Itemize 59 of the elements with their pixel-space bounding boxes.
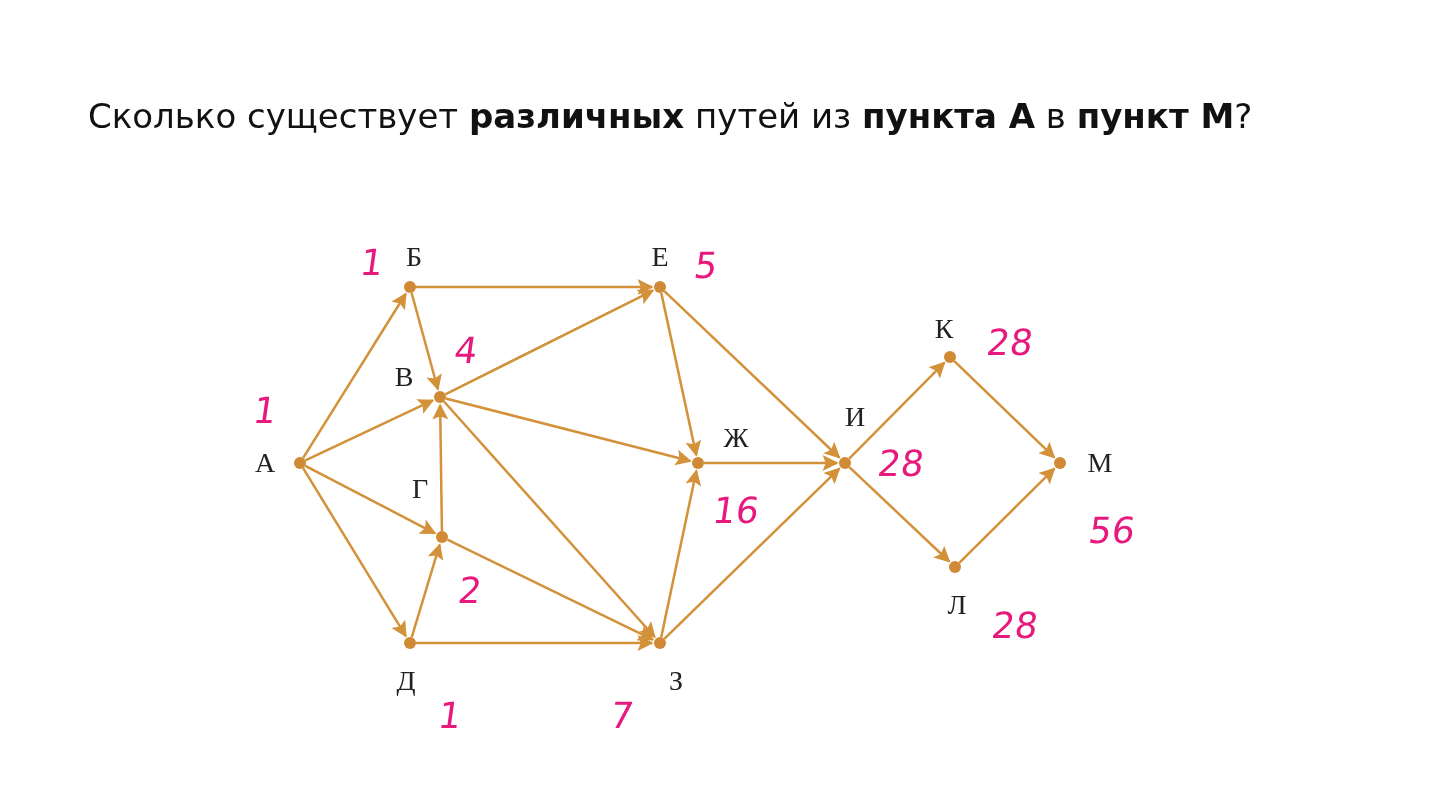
vertex-label: Е	[651, 241, 669, 273]
path-count: 1	[357, 241, 387, 283]
path-count: 56	[1086, 509, 1138, 551]
graph-vertex	[404, 281, 416, 293]
path-count: 4	[451, 329, 481, 371]
arrow	[445, 397, 692, 466]
vertex-label: В	[394, 361, 414, 393]
graph-vertex	[654, 637, 666, 649]
vertex-label: З	[669, 665, 683, 697]
graph-vertex	[1054, 457, 1066, 469]
graph-vertex	[436, 531, 448, 543]
arrow	[848, 466, 951, 563]
arrow	[660, 469, 702, 638]
arrow	[704, 455, 839, 471]
graph-vertex	[692, 457, 704, 469]
graph-vertex	[434, 391, 446, 403]
arrow	[848, 361, 946, 460]
vertex-label: И	[844, 401, 866, 433]
arrow	[416, 279, 654, 295]
path-count: 28	[984, 321, 1036, 363]
path-count: 28	[875, 442, 927, 484]
graph-vertex	[944, 351, 956, 363]
arrow	[663, 467, 841, 640]
graph-vertex	[839, 457, 851, 469]
arrow	[302, 292, 407, 459]
vertex-label: Д	[396, 665, 416, 697]
arrow	[663, 290, 841, 459]
arrow	[410, 543, 444, 638]
vertex-label: М	[1087, 447, 1113, 479]
arrow	[443, 400, 656, 639]
path-count: 7	[607, 694, 637, 736]
path-count: 2	[455, 569, 485, 611]
path-count: 1	[250, 389, 280, 431]
path-count: 16	[710, 489, 762, 531]
arrow	[958, 467, 1056, 564]
arrow	[304, 464, 437, 535]
vertex-label: К	[934, 313, 954, 345]
path-count: 1	[435, 694, 465, 736]
arrow	[302, 467, 407, 638]
graph-vertex	[949, 561, 961, 573]
arrow	[416, 635, 654, 651]
arrow	[444, 289, 655, 396]
vertex-label: Л	[947, 589, 967, 621]
arrow	[432, 403, 449, 531]
graph-vertex	[654, 281, 666, 293]
question-text: Сколько существует различных путей из пункта А в пункт М?	[88, 96, 1253, 136]
vertex-label: Б	[405, 241, 423, 273]
path-count: 28	[989, 604, 1041, 646]
arrow	[446, 538, 655, 641]
vertex-label: Г	[411, 473, 429, 505]
arrow	[410, 292, 442, 391]
graph-vertex	[294, 457, 306, 469]
vertex-label: А	[254, 447, 276, 479]
graph-vertex	[404, 637, 416, 649]
arrow	[953, 360, 1056, 459]
path-count: 5	[691, 244, 721, 286]
arrow	[660, 292, 702, 457]
arrow	[304, 399, 435, 462]
vertex-label: Ж	[723, 422, 749, 454]
